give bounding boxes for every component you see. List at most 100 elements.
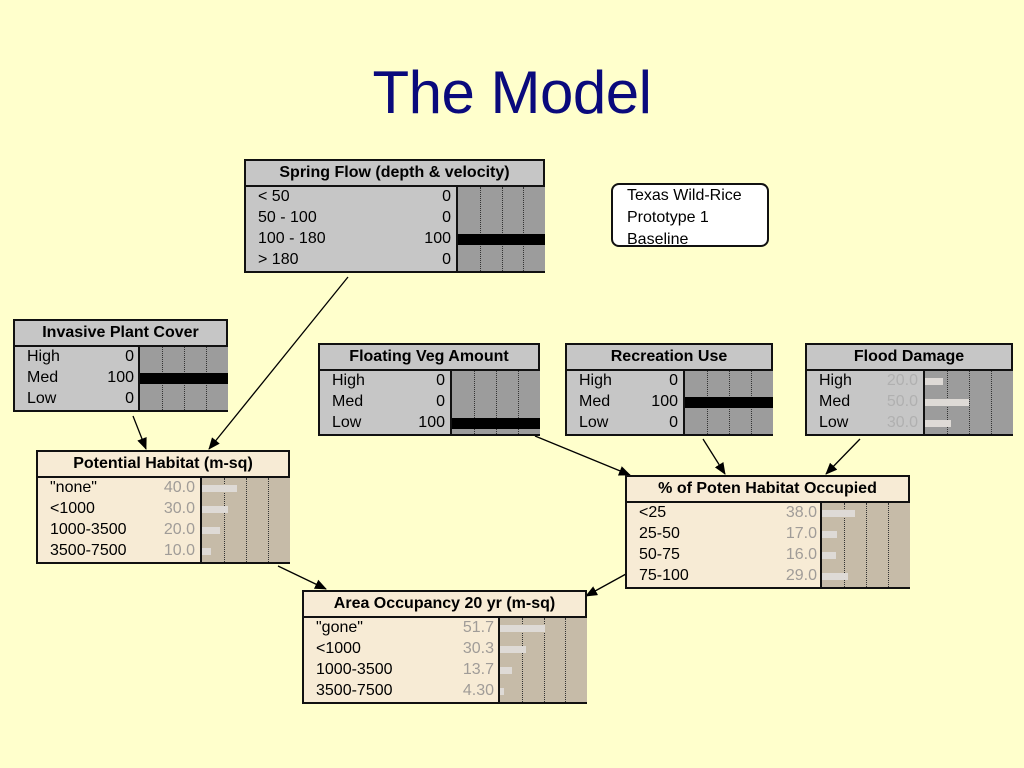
belief-bar	[500, 646, 526, 653]
belief-bar	[202, 506, 228, 513]
node-title: Potential Habitat (m-sq)	[38, 452, 288, 478]
state-label: Med	[27, 369, 59, 386]
belief-bar-column	[138, 347, 228, 410]
gridline	[969, 371, 970, 434]
state-label: Low	[332, 414, 362, 431]
state-row[interactable]: Low 0	[15, 389, 226, 410]
gridline	[518, 371, 519, 434]
state-label: 25-50	[639, 525, 680, 542]
state-label: 3500-7500	[50, 542, 127, 559]
state-probability: 100	[651, 393, 678, 410]
state-probability: 4.30	[462, 682, 494, 699]
state-probability: 0	[436, 372, 445, 389]
node-area-occupancy[interactable]: Area Occupancy 20 yr (m-sq)"gone" 51.7 <10…	[302, 590, 587, 704]
state-row[interactable]: Med 100	[567, 392, 771, 413]
belief-bar	[822, 531, 837, 538]
note-line: Baseline	[627, 231, 689, 248]
belief-bar	[202, 527, 220, 534]
gridline	[522, 618, 523, 702]
state-probability: 17.0	[785, 525, 817, 542]
node-title: Area Occupancy 20 yr (m-sq)	[304, 592, 585, 618]
belief-bar	[458, 234, 545, 245]
state-row[interactable]: 75-100 29.0	[627, 566, 908, 587]
slide-title: The Model	[372, 59, 652, 126]
belief-bar-column	[683, 371, 773, 434]
belief-bar-column	[200, 478, 290, 562]
state-row[interactable]: "gone" 51.7	[304, 618, 585, 639]
state-probability: 29.0	[785, 567, 817, 584]
node-title: Invasive Plant Cover	[15, 321, 226, 347]
state-label: High	[332, 372, 365, 389]
state-probability: 0	[436, 393, 445, 410]
state-label: Low	[27, 390, 57, 407]
belief-bar	[202, 548, 211, 555]
gridline	[888, 503, 889, 587]
state-probability: 50.0	[886, 393, 918, 410]
gridline	[246, 478, 247, 562]
belief-bar	[452, 418, 540, 429]
state-label: Med	[579, 393, 611, 410]
state-probability: 51.7	[462, 619, 494, 636]
state-row[interactable]: Med 0	[320, 392, 538, 413]
state-row[interactable]: High 0	[320, 371, 538, 392]
belief-bar	[202, 485, 237, 492]
state-label: Med	[332, 393, 364, 410]
state-label: "gone"	[316, 619, 363, 636]
edge-floating-veg-to-habitat-occupied	[534, 435, 631, 476]
state-probability: 0	[442, 188, 451, 205]
state-row[interactable]: "none"40.0	[38, 478, 288, 499]
gridline	[496, 371, 497, 434]
state-label: 75-100	[639, 567, 689, 584]
gridline	[544, 618, 545, 702]
gridline	[523, 187, 524, 271]
state-label: High	[579, 372, 612, 389]
state-row[interactable]: Low 100	[320, 413, 538, 434]
state-label: Low	[819, 414, 849, 431]
belief-bar-column	[456, 187, 545, 271]
state-probability: 100	[418, 414, 445, 431]
node-title: % of Poten Habitat Occupied	[627, 477, 908, 503]
state-row[interactable]: 25-50 17.0	[627, 524, 908, 545]
belief-bar	[822, 510, 855, 517]
state-probability: 0	[125, 348, 134, 365]
belief-bar	[685, 397, 773, 408]
gridline	[268, 478, 269, 562]
state-probability: 0	[669, 414, 678, 431]
state-probability: 0	[125, 390, 134, 407]
node-title: Flood Damage	[807, 345, 1011, 371]
state-label: 100 - 180	[258, 230, 326, 247]
belief-bar	[500, 688, 504, 695]
